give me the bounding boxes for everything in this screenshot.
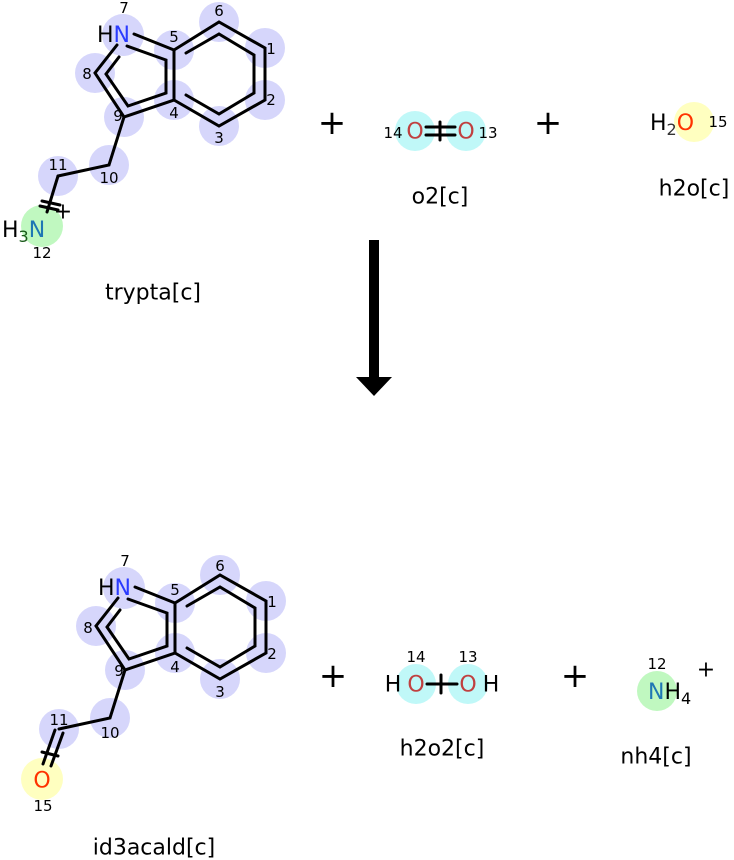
atom-number: 1 bbox=[267, 593, 277, 611]
molecule-h2o: H2O 15 h2o[c] bbox=[650, 102, 729, 202]
atom-number: 1 bbox=[266, 40, 276, 58]
atom-number: 7 bbox=[120, 552, 130, 570]
atom-h: H bbox=[98, 576, 115, 601]
atom-o14: O bbox=[406, 120, 423, 145]
subscript: 2 bbox=[667, 120, 677, 139]
plus-sign: + bbox=[561, 656, 590, 696]
molecule-id3acald: HN O 7 5 6 1 2 3 4 8 9 10 11 15 id3acald… bbox=[21, 552, 288, 860]
molecule-nh4: NH4 + 12 nh4[c] bbox=[620, 655, 715, 770]
plus-sign: + bbox=[534, 103, 563, 143]
atom-group-hn7: HN bbox=[97, 23, 130, 48]
molecule-label: o2[c] bbox=[412, 185, 469, 210]
atom-number: 14 bbox=[383, 124, 402, 142]
atom-n12: N bbox=[29, 218, 45, 243]
atom-h3: H bbox=[2, 218, 19, 243]
atom-h: H bbox=[650, 111, 667, 136]
molecule-label: h2o2[c] bbox=[400, 737, 485, 762]
atom-number: 8 bbox=[83, 619, 93, 637]
atom-group-hn7: HN bbox=[98, 576, 131, 601]
atom-n12: N bbox=[648, 680, 664, 705]
atom-o13: O bbox=[457, 120, 474, 145]
atom-number: 11 bbox=[48, 156, 67, 174]
atom-number: 12 bbox=[32, 244, 51, 262]
atom-h: H bbox=[385, 673, 402, 698]
atom-number: 4 bbox=[170, 658, 180, 676]
atom-number: 3 bbox=[214, 129, 224, 147]
subscript: 3 bbox=[19, 227, 29, 246]
plus-sign: + bbox=[319, 656, 348, 696]
charge: + bbox=[54, 200, 72, 225]
atom-o13: O bbox=[459, 673, 476, 698]
molecule-label: trypta[c] bbox=[105, 281, 201, 306]
atom-number: 2 bbox=[266, 91, 276, 109]
reaction-arrow bbox=[356, 240, 392, 396]
atom-number: 13 bbox=[458, 648, 477, 666]
atom-group-h3n12: H3N bbox=[2, 218, 45, 246]
molecule-h2o2: H O O H 14 13 h2o2[c] bbox=[385, 648, 500, 762]
atom-number: 5 bbox=[169, 28, 179, 46]
subscript: 4 bbox=[681, 689, 691, 708]
atom-h: H bbox=[483, 673, 500, 698]
atom-number: 8 bbox=[82, 65, 92, 83]
plus-sign: + bbox=[318, 103, 347, 143]
atom-number: 6 bbox=[214, 2, 224, 20]
atom-n7: N bbox=[114, 23, 130, 48]
atom-number: 13 bbox=[478, 124, 497, 142]
atom-o15: O bbox=[33, 769, 50, 794]
molecule-label: id3acald[c] bbox=[93, 836, 215, 860]
molecule-label: h2o[c] bbox=[659, 177, 730, 202]
atom-number: 15 bbox=[708, 113, 727, 131]
charge: + bbox=[697, 658, 715, 683]
atom-number: 9 bbox=[113, 107, 123, 125]
atom-group-h2o15: H2O bbox=[650, 111, 694, 139]
atom-h: H bbox=[664, 680, 681, 705]
atom-number: 7 bbox=[119, 0, 129, 17]
atom-number: 12 bbox=[647, 655, 666, 673]
atom-number: 15 bbox=[33, 797, 52, 815]
atom-n7: N bbox=[115, 576, 131, 601]
molecule-label: nh4[c] bbox=[620, 745, 691, 770]
atom-group-nh4: NH4 bbox=[648, 680, 691, 708]
atom-o14: O bbox=[407, 673, 424, 698]
molecule-o2: O O 14 13 o2[c] bbox=[383, 111, 498, 210]
molecule-trypta: HN H3N + 7 5 6 1 2 3 4 8 9 10 11 12 tryp… bbox=[2, 0, 287, 306]
atom-o15: O bbox=[677, 111, 694, 136]
atom-number: 14 bbox=[406, 648, 425, 666]
atom-number: 11 bbox=[49, 711, 68, 729]
atom-number: 10 bbox=[100, 724, 119, 742]
atom-number: 9 bbox=[114, 662, 124, 680]
atom-number: 5 bbox=[170, 581, 180, 599]
atom-h: H bbox=[97, 23, 114, 48]
atom-number: 6 bbox=[215, 557, 225, 575]
atom-number: 3 bbox=[215, 683, 225, 701]
atom-number: 2 bbox=[267, 645, 277, 663]
atom-number: 4 bbox=[169, 104, 179, 122]
atom-number: 10 bbox=[99, 169, 118, 187]
